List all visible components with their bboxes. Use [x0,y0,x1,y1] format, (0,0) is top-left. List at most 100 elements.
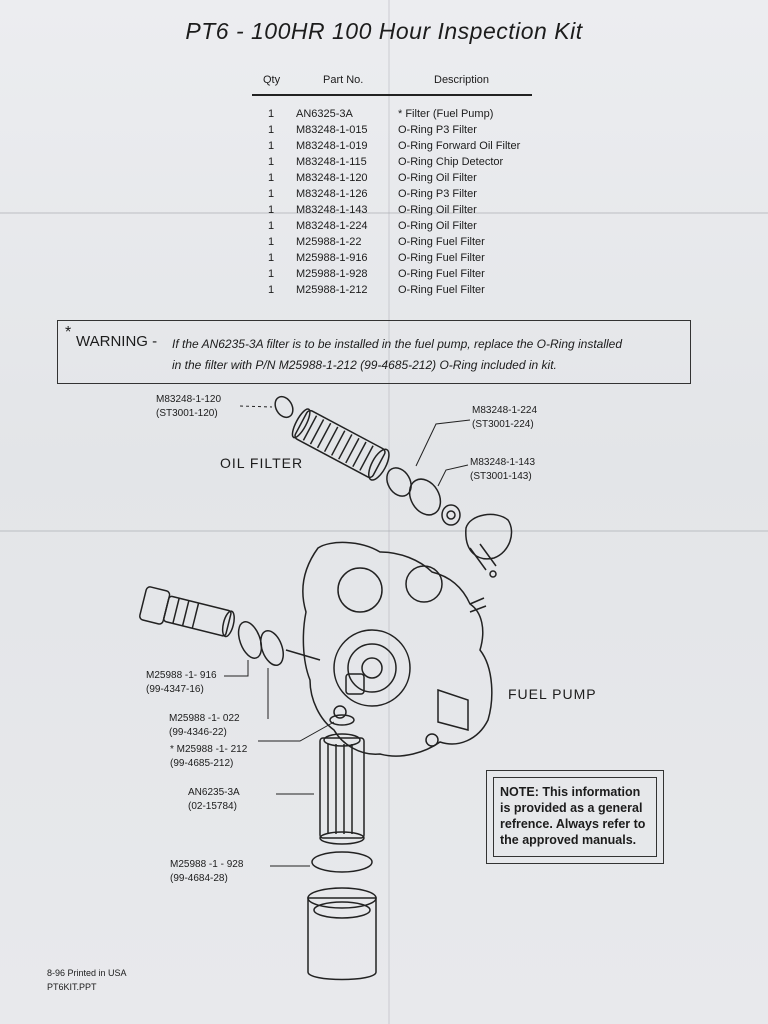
qty-cell: 1 [268,172,275,184]
desc-cell: O-Ring Forward Oil Filter [398,140,521,152]
column-header-qty: Qty [263,74,281,86]
paper-fold-line [388,0,390,1024]
table-row: 1 M25988-1-212 O-Ring Fuel Filter [0,284,768,300]
qty-cell: 1 [268,220,275,232]
warning-box: * WARNING - If the AN6235-3A filter is t… [57,320,691,384]
o-ring-120-drawing [274,395,294,419]
paper-fold-line [0,530,768,532]
callout-part-number: M25988 -1 - 928 [170,859,244,870]
callout-m83248-120: M83248-1-120 (ST3001-120) [156,393,221,421]
warning-asterisk: * [65,324,72,341]
part-cell: M83248-1-015 [296,124,368,136]
table-row: 1 M25988-1-22 O-Ring Fuel Filter [0,236,768,252]
callout-alt-number: (99-4685-212) [170,758,234,769]
warning-text-line1: If the AN6235-3A filter is to be install… [172,337,623,351]
callout-part-number: * M25988 -1- 212 [170,744,248,755]
callout-part-number: M83248-1-143 [470,457,536,468]
fuel-pump-label: FUEL PUMP [508,686,597,702]
table-row: 1 M83248-1-126 O-Ring P3 Filter [0,188,768,204]
callout-m25988-928: M25988 -1 - 928 (99-4684-28) [170,858,243,886]
desc-cell: O-Ring Oil Filter [398,220,477,232]
an6235-filter-element-drawing [319,737,365,839]
callout-part-number: M83248-1-120 [156,394,222,405]
table-row: 1 M83248-1-015 O-Ring P3 Filter [0,124,768,140]
inlet-filter-drawing [139,586,235,638]
part-cell: M83248-1-019 [296,140,368,152]
part-cell: M25988-1-928 [296,268,368,280]
table-row: 1 AN6325-3A * Filter (Fuel Pump) [0,108,768,124]
footer-printed-line: 8-96 Printed in USA [47,968,127,978]
table-row: 1 M83248-1-143 O-Ring Oil Filter [0,204,768,220]
desc-cell: O-Ring Chip Detector [398,156,504,168]
note-box: NOTE: This information is provided as a … [486,770,664,864]
desc-cell: O-Ring Oil Filter [398,172,477,184]
oil-filter-label: OIL FILTER [220,455,304,471]
qty-cell: 1 [268,204,275,216]
chip-detector-drawing [441,504,461,526]
part-cell: M25988-1-22 [296,236,362,248]
paper-fold-line [0,212,768,214]
desc-cell: O-Ring Fuel Filter [398,236,485,248]
callout-alt-number: (ST3001-224) [472,419,534,430]
qty-cell: 1 [268,236,275,248]
o-ring-928-drawing [311,851,373,873]
desc-cell: O-Ring P3 Filter [398,124,477,136]
page-title: PT6 - 100HR 100 Hour Inspection Kit [185,18,583,44]
callout-an6235-3a: AN6235-3A (02-15784) [188,786,240,814]
qty-cell: 1 [268,156,275,168]
column-header-part-no: Part No. [323,74,364,86]
callout-part-number: M25988 -1- 022 [169,713,240,724]
oil-filter-drawing [274,395,513,578]
callout-m25988-212: * M25988 -1- 212 (99-4685-212) [170,743,247,771]
callout-alt-number: (ST3001-120) [156,408,218,419]
desc-cell: O-Ring Fuel Filter [398,252,485,264]
callout-part-number: M25988 -1- 916 [146,670,217,681]
callout-alt-number: (ST3001-143) [470,471,532,482]
part-cell: M83248-1-126 [296,188,368,200]
qty-cell: 1 [268,124,275,136]
callout-part-number: M83248-1-224 [472,405,538,416]
qty-cell: 1 [268,108,275,120]
callout-alt-number: (02-15784) [188,801,237,812]
o-ring-022-drawing [329,714,355,726]
fuel-filter-stack-drawing [307,714,377,981]
o-ring-022-side-drawing [260,629,284,667]
filter-bowl-drawing [307,897,377,981]
warning-text-line2: in the filter with P/N M25988-1-212 (99-… [172,358,557,372]
table-row: 1 M25988-1-916 O-Ring Fuel Filter [0,252,768,268]
callout-part-number: AN6235-3A [188,787,240,798]
part-cell: M83248-1-224 [296,220,368,232]
part-cell: M83248-1-143 [296,204,368,216]
desc-cell: O-Ring Fuel Filter [398,268,485,280]
qty-cell: 1 [268,188,275,200]
qty-cell: 1 [268,252,275,264]
fuel-pump-drawing [302,541,493,757]
callout-m25988-022: M25988 -1- 022 (99-4346-22) [169,712,240,740]
header-rule [252,94,532,96]
callout-alt-number: (99-4684-28) [170,873,228,884]
leader-lines [224,405,471,867]
callout-m83248-143: M83248-1-143 (ST3001-143) [470,456,535,484]
callout-m25988-916: M25988 -1- 916 (99-4347-16) [146,669,217,697]
table-row: 1 M83248-1-019 O-Ring Forward Oil Filter [0,140,768,156]
qty-cell: 1 [268,284,275,296]
table-row: 1 M83248-1-115 O-Ring Chip Detector [0,156,768,172]
callout-alt-number: (99-4346-22) [169,727,227,738]
part-cell: AN6325-3A [296,108,353,120]
qty-cell: 1 [268,140,275,152]
part-cell: M25988-1-916 [296,252,368,264]
table-row: 1 M83248-1-224 O-Ring Oil Filter [0,220,768,236]
part-cell: M83248-1-120 [296,172,368,184]
column-header-description: Description [434,74,490,86]
o-ring-916-drawing [237,621,263,659]
oil-filter-element-drawing [291,408,390,481]
desc-cell: O-Ring Oil Filter [398,204,477,216]
desc-cell: O-Ring Fuel Filter [398,284,485,296]
callout-alt-number: (99-4347-16) [146,684,204,695]
part-cell: M25988-1-212 [296,284,368,296]
table-row: 1 M83248-1-120 O-Ring Oil Filter [0,172,768,188]
o-ring-143-drawing [408,478,442,516]
qty-cell: 1 [268,268,275,280]
